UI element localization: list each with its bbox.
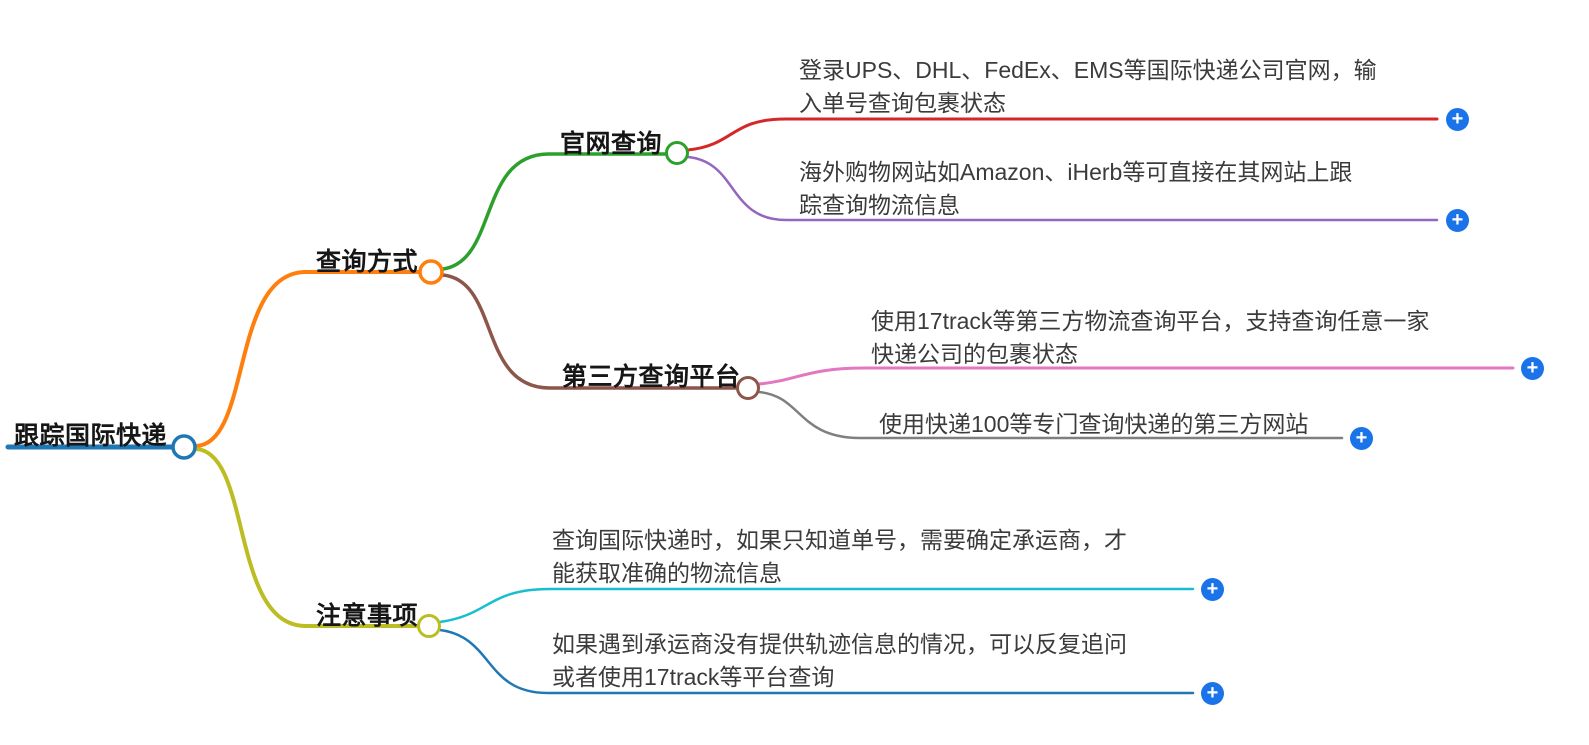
third-party-platform-node-toggle[interactable] — [736, 376, 760, 400]
edge-leaf-shopping-sites — [686, 155, 1439, 222]
leaf-official-websites-text[interactable]: 登录UPS、DHL、FedEx、EMS等国际快递公司官网，输 入单号查询包裹状态 — [799, 57, 1377, 116]
edge-leaf-official-websites — [686, 117, 1439, 152]
official-site-query-node-toggle[interactable] — [665, 141, 689, 165]
notes-node-label[interactable]: 注意事项 — [316, 602, 419, 630]
edge-leaf-no-tracking-info — [438, 628, 1195, 695]
edge-query-methods — [194, 270, 421, 448]
root-node-toggle[interactable] — [171, 434, 197, 460]
edge-official-site-query — [441, 152, 668, 271]
edge-notes — [194, 447, 419, 628]
leaf-kuaidi100-text[interactable]: 使用快递100等专门查询快递的第三方网站 — [879, 411, 1309, 437]
leaf-shopping-sites-text[interactable]: 海外购物网站如Amazon、iHerb等可直接在其网站上跟 踪查询物流信息 — [799, 159, 1353, 218]
edge-third-party-platform — [441, 273, 739, 390]
add-child-button[interactable]: + — [1201, 578, 1224, 601]
plus-icon: + — [1206, 577, 1219, 600]
official-site-query-node-label[interactable]: 官网查询 — [560, 130, 663, 158]
third-party-platform-node-label[interactable]: 第三方查询平台 — [562, 363, 741, 391]
plus-icon: + — [1451, 208, 1464, 231]
add-child-button[interactable]: + — [1446, 108, 1469, 131]
add-child-button[interactable]: + — [1521, 357, 1544, 380]
add-child-button[interactable]: + — [1446, 209, 1469, 232]
plus-icon: + — [1526, 356, 1539, 379]
leaf-no-tracking-info-text[interactable]: 如果遇到承运商没有提供轨迹信息的情况，可以反复追问 或者使用17track等平台… — [552, 631, 1127, 690]
add-child-button[interactable]: + — [1201, 682, 1224, 705]
add-child-button[interactable]: + — [1350, 427, 1373, 450]
plus-icon: + — [1355, 426, 1368, 449]
plus-icon: + — [1451, 107, 1464, 130]
query-methods-node-toggle[interactable] — [418, 259, 444, 285]
edge-leaf-kuaidi100 — [757, 390, 1344, 440]
notes-node-toggle[interactable] — [417, 614, 441, 638]
edge-leaf-17track — [757, 366, 1515, 386]
leaf-carrier-needed-text[interactable]: 查询国际快递时，如果只知道单号，需要确定承运商，才 能获取准确的物流信息 — [552, 527, 1127, 586]
query-methods-node-label[interactable]: 查询方式 — [316, 248, 419, 276]
leaf-17track-text[interactable]: 使用17track等第三方物流查询平台，支持查询任意一家 快递公司的包裹状态 — [871, 308, 1430, 367]
edge-leaf-carrier-needed — [438, 587, 1195, 624]
root-node-label[interactable]: 跟踪国际快递 — [14, 422, 168, 450]
plus-icon: + — [1206, 681, 1219, 704]
